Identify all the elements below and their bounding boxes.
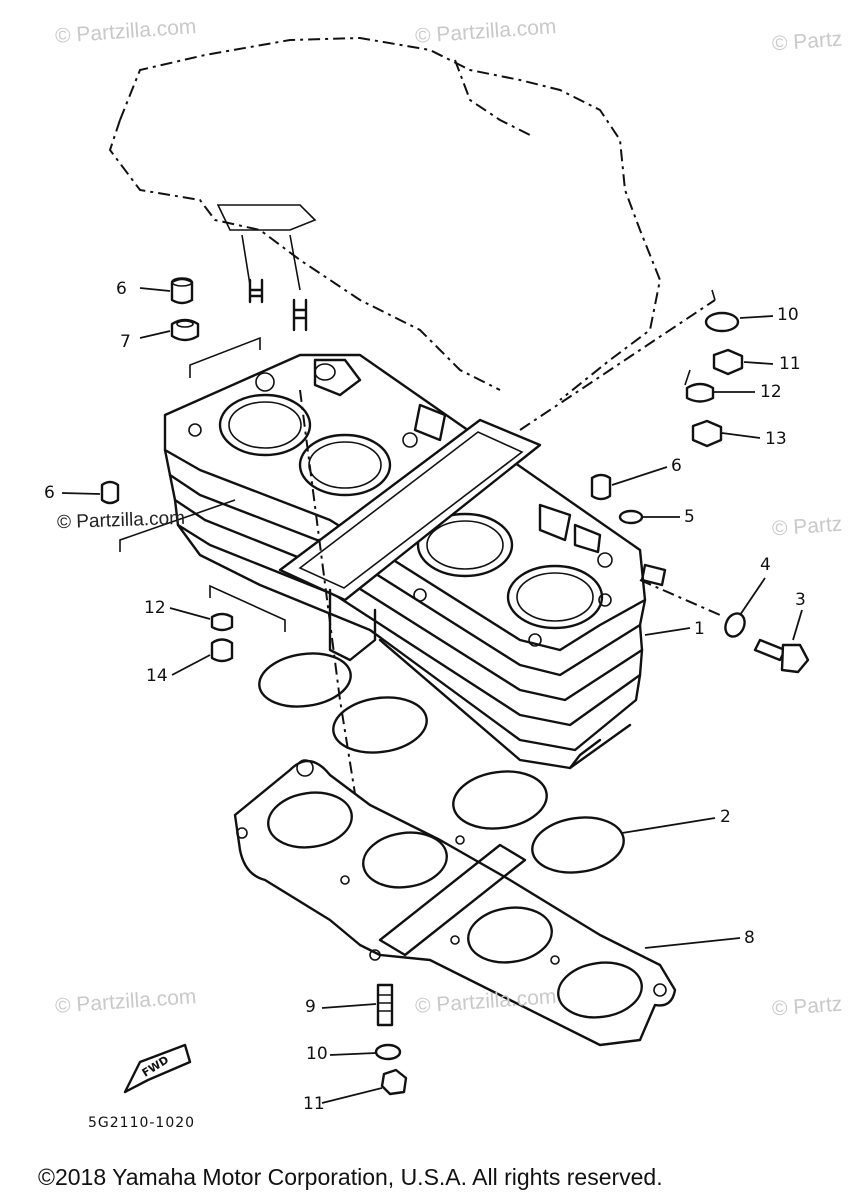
callout-6: 6 <box>671 456 682 476</box>
callout-6: 6 <box>116 279 127 299</box>
callout-1: 1 <box>694 619 705 639</box>
callout-14: 14 <box>146 666 168 686</box>
callout-9: 9 <box>305 997 316 1017</box>
callout-12: 12 <box>760 382 782 402</box>
leader-lines <box>61 287 803 1104</box>
watermark: © Partzilla.com <box>56 507 186 534</box>
cylinder-block <box>163 353 667 770</box>
callout-3: 3 <box>795 590 806 610</box>
callout-12: 12 <box>144 598 166 618</box>
diagram-code: 5G2110-1020 <box>88 1115 196 1131</box>
callout-2: 2 <box>720 807 731 827</box>
callout-8: 8 <box>744 928 755 948</box>
crankcase-outline <box>108 36 662 401</box>
o-rings <box>258 652 625 874</box>
callout-13: 13 <box>765 429 787 449</box>
copyright-notice: ©2018 Yamaha Motor Corporation, U.S.A. A… <box>38 1164 663 1190</box>
cylinder-gasket <box>233 759 677 1047</box>
callout-11: 11 <box>779 354 801 374</box>
small-parts <box>100 277 810 1096</box>
stud-bolts <box>248 278 308 332</box>
watermark: © Partz <box>771 992 844 1021</box>
callout-4: 4 <box>760 555 771 575</box>
fwd-arrow-icon <box>123 1043 192 1094</box>
callout-5: 5 <box>684 507 695 527</box>
callout-10: 10 <box>777 305 799 325</box>
bracket-markers <box>119 289 716 632</box>
callout-7: 7 <box>120 332 131 352</box>
callout-6: 6 <box>44 483 55 503</box>
watermark: © Partz <box>771 27 844 56</box>
callout-11: 11 <box>303 1094 325 1114</box>
callout-10: 10 <box>306 1044 328 1064</box>
watermark: © Partz <box>771 512 844 541</box>
